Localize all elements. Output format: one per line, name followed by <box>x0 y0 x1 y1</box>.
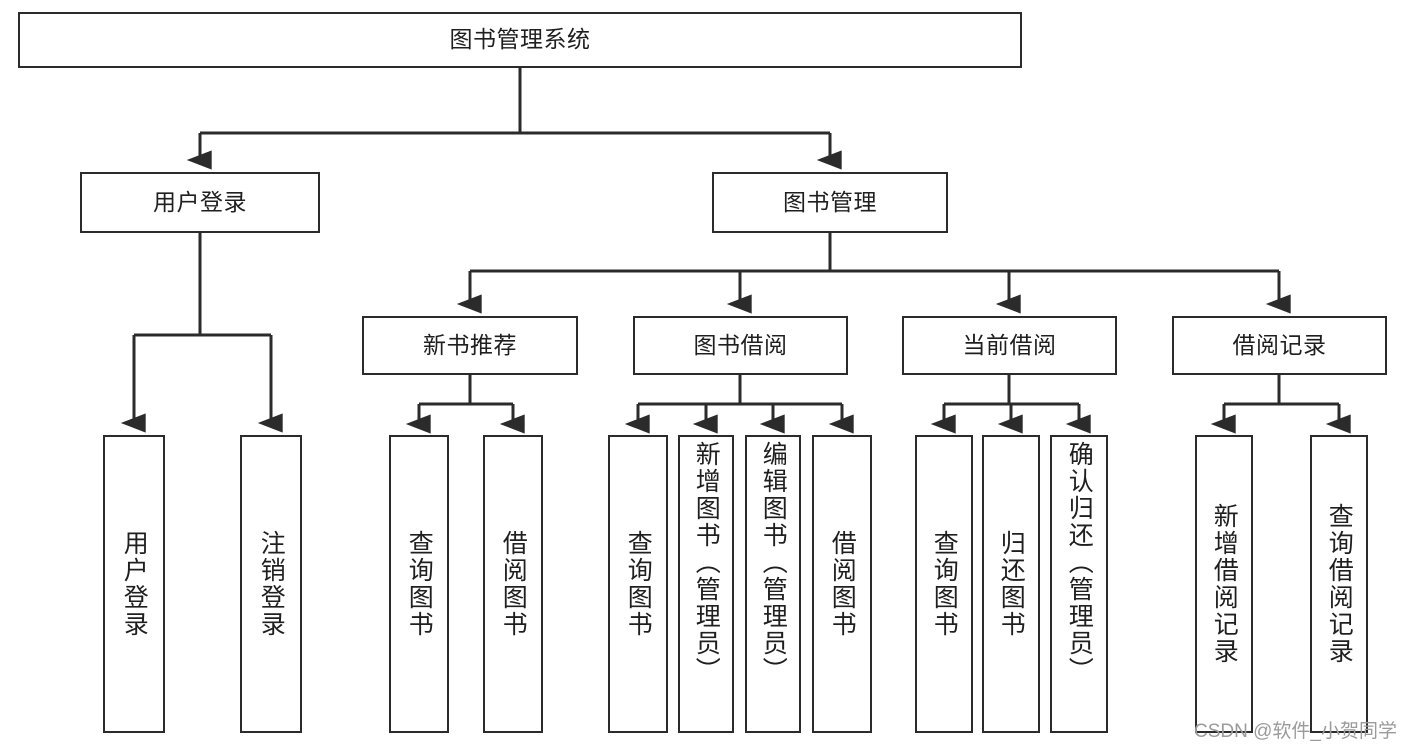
node-leaf-query-book-1[interactable]: 查询图书 <box>389 435 449 733</box>
node-leaf-edit-book-label: 编辑图书（管理员） <box>759 441 788 684</box>
node-book-manage[interactable]: 图书管理 <box>712 172 948 233</box>
node-root-label: 图书管理系统 <box>449 26 591 53</box>
node-leaf-query-record[interactable]: 查询借阅记录 <box>1310 435 1368 733</box>
node-user-login[interactable]: 用户登录 <box>80 172 320 233</box>
node-leaf-query-book-3-label: 查询图书 <box>930 530 959 638</box>
node-book-manage-label: 图书管理 <box>783 188 877 215</box>
node-leaf-add-record[interactable]: 新增借阅记录 <box>1195 435 1253 733</box>
node-leaf-confirm-return-label: 确认归还（管理员） <box>1065 441 1094 684</box>
node-leaf-add-record-label: 新增借阅记录 <box>1210 503 1239 665</box>
node-root[interactable]: 图书管理系统 <box>18 12 1022 68</box>
node-leaf-borrow-book-1-label: 借阅图书 <box>499 530 528 638</box>
node-leaf-borrow-book-2[interactable]: 借阅图书 <box>812 435 872 733</box>
node-leaf-return-book-label: 归还图书 <box>997 530 1026 638</box>
node-leaf-query-book-2-label: 查询图书 <box>624 530 653 638</box>
node-leaf-borrow-book-1[interactable]: 借阅图书 <box>483 435 543 733</box>
node-borrow-record-label: 借阅记录 <box>1232 331 1327 358</box>
node-leaf-edit-book[interactable]: 编辑图书（管理员） <box>745 435 801 733</box>
node-new-book-rec-label: 新书推荐 <box>423 331 517 358</box>
node-leaf-return-book[interactable]: 归还图书 <box>982 435 1040 733</box>
node-leaf-borrow-book-2-label: 借阅图书 <box>828 530 857 638</box>
node-current-borrow[interactable]: 当前借阅 <box>902 316 1117 375</box>
node-book-borrow[interactable]: 图书借阅 <box>633 316 848 375</box>
node-leaf-logout[interactable]: 注销登录 <box>240 435 302 733</box>
watermark: CSDN @软件_小贺同学 <box>1194 721 1397 742</box>
node-user-login-label: 用户登录 <box>153 188 247 215</box>
node-book-borrow-label: 图书借阅 <box>693 331 788 358</box>
node-current-borrow-label: 当前借阅 <box>962 331 1057 358</box>
node-leaf-query-book-2[interactable]: 查询图书 <box>608 435 668 733</box>
node-leaf-user-login-label: 用户登录 <box>120 530 149 638</box>
node-leaf-confirm-return[interactable]: 确认归还（管理员） <box>1050 435 1108 733</box>
node-leaf-logout-label: 注销登录 <box>257 530 286 638</box>
node-leaf-add-book-label: 新增图书（管理员） <box>692 441 721 684</box>
node-leaf-query-book-1-label: 查询图书 <box>405 530 434 638</box>
node-leaf-query-record-label: 查询借阅记录 <box>1325 503 1354 665</box>
node-new-book-rec[interactable]: 新书推荐 <box>362 316 578 375</box>
node-leaf-query-book-3[interactable]: 查询图书 <box>915 435 973 733</box>
node-leaf-add-book[interactable]: 新增图书（管理员） <box>678 435 734 733</box>
node-leaf-user-login[interactable]: 用户登录 <box>103 435 165 733</box>
node-borrow-record[interactable]: 借阅记录 <box>1172 316 1387 375</box>
